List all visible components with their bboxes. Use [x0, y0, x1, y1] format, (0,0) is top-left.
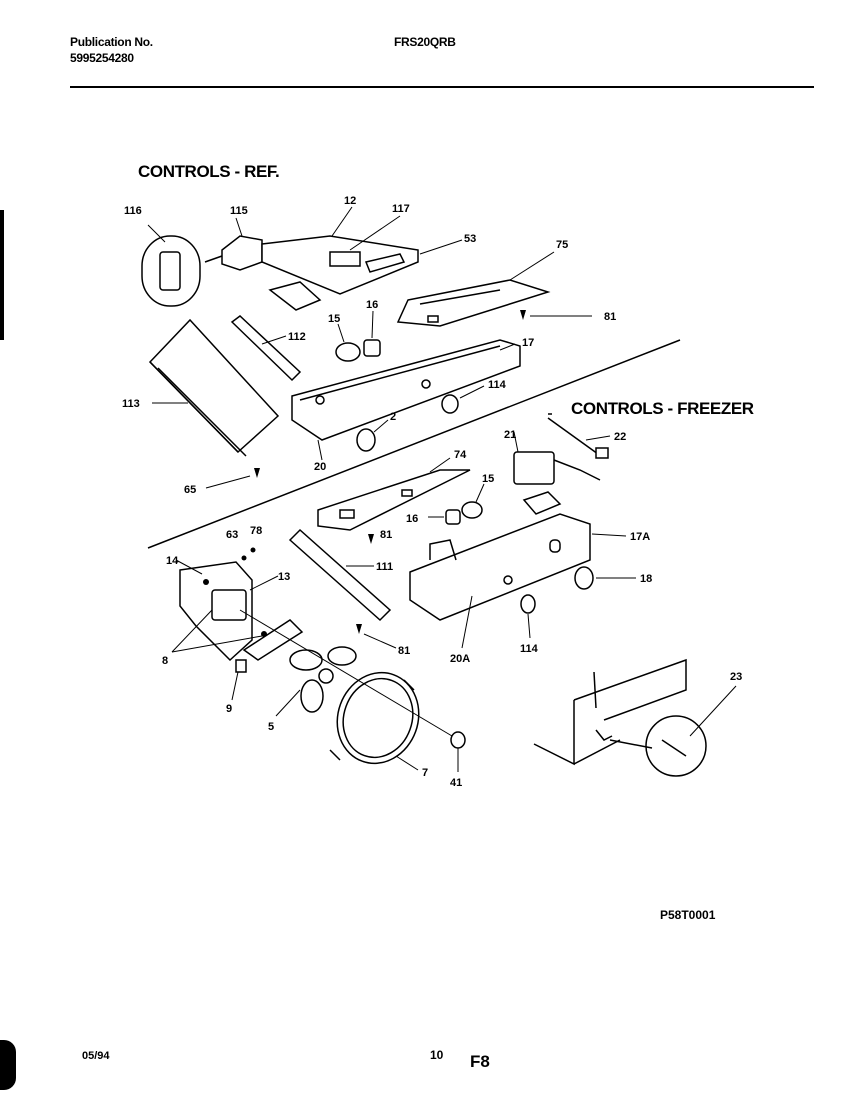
callout-75: 75	[556, 239, 568, 251]
thermostat-knob-114-ref	[441, 385, 485, 414]
thermostat-21	[513, 431, 601, 485]
callout-16-ref: 16	[366, 299, 378, 311]
callout-74: 74	[454, 449, 467, 461]
callout-41: 41	[450, 777, 462, 789]
screw-41	[450, 731, 466, 772]
callout-112: 112	[288, 331, 306, 343]
callout-114-ref: 114	[488, 379, 507, 391]
callout-5: 5	[268, 721, 274, 733]
callout-22: 22	[614, 431, 626, 443]
light-shield-part	[141, 235, 201, 307]
scan-binding-mark	[0, 1040, 16, 1090]
screw-81-lower	[356, 624, 397, 649]
callout-16-freezer: 16	[406, 513, 418, 525]
callout-15-ref: 15	[328, 313, 340, 325]
control-panel-freezer	[409, 491, 627, 621]
callout-81-middle: 81	[380, 529, 392, 541]
knob-2-part	[356, 419, 389, 452]
callout-21: 21	[504, 429, 516, 441]
tube-112-part	[230, 315, 302, 382]
callout-9: 9	[226, 703, 232, 715]
drawing-code: P58T0001	[660, 908, 716, 922]
callout-111: 111	[376, 561, 393, 573]
callout-20: 20	[314, 461, 326, 473]
screw-81-middle	[368, 534, 374, 544]
callout-20A: 20A	[450, 653, 470, 665]
control-panel-ref	[291, 339, 521, 441]
fan-shroud-7	[329, 671, 420, 771]
callout-8: 8	[162, 655, 168, 667]
callout-63: 63	[226, 529, 238, 541]
callout-15-freezer: 15	[482, 473, 494, 485]
screw-65	[205, 468, 260, 489]
section-divider-line	[147, 339, 681, 549]
fan-bracket-14	[175, 547, 279, 662]
leader-20	[317, 439, 323, 461]
callout-117: 117	[392, 203, 410, 215]
callout-81-lower: 81	[398, 645, 410, 657]
callout-12: 12	[344, 195, 356, 207]
bracket-9	[231, 659, 247, 701]
header-rule	[70, 86, 814, 88]
callout-115: 115	[230, 205, 248, 217]
light-bulb-ref	[335, 310, 381, 362]
callout-114-freezer: 114	[520, 643, 539, 655]
scan-edge-mark-left	[0, 210, 4, 340]
publication-label: Publication No.	[70, 35, 153, 49]
switch-bracket-part	[204, 217, 263, 271]
publication-number: 5995254280	[70, 51, 134, 65]
screw-81-upper	[520, 310, 592, 320]
callout-13: 13	[278, 571, 290, 583]
callout-113: 113	[122, 398, 140, 410]
callout-7: 7	[422, 767, 428, 779]
footer-page-number: 10	[430, 1048, 444, 1062]
callout-53: 53	[464, 233, 476, 245]
callout-2: 2	[390, 411, 396, 423]
shelf-113-part	[148, 318, 280, 457]
callout-14: 14	[166, 555, 179, 567]
model-number: FRS20QRB	[394, 35, 456, 49]
section-title-freezer: CONTROLS - FREEZER	[571, 399, 754, 418]
callout-65: 65	[184, 484, 196, 496]
callout-23: 23	[730, 671, 742, 683]
footer-date: 05/94	[82, 1050, 110, 1062]
leader-20A	[461, 595, 473, 649]
callout-116: 116	[124, 205, 142, 217]
fan-blade-5	[275, 646, 357, 717]
footer-figure-label: F8	[470, 1052, 490, 1071]
section-title-refrigerator: CONTROLS - REF.	[138, 162, 280, 181]
light-bulb-freezer	[428, 483, 485, 525]
callout-78: 78	[250, 525, 262, 537]
control-cover-part	[396, 251, 555, 327]
callout-17A: 17A	[630, 531, 650, 543]
clip-8-part	[171, 609, 304, 661]
callout-81-upper: 81	[604, 311, 616, 323]
cabinet-detail-23	[533, 658, 737, 777]
control-housing-part	[261, 206, 463, 311]
duct-111-part	[288, 528, 392, 622]
knob-18-part	[574, 566, 636, 590]
shaft-guide-line	[239, 609, 453, 737]
cap-tube-22	[547, 413, 611, 459]
control-cover-freezer	[317, 457, 471, 531]
callout-17: 17	[522, 337, 534, 349]
callout-18: 18	[640, 573, 652, 585]
thermostat-knob-114-freezer	[520, 594, 536, 639]
